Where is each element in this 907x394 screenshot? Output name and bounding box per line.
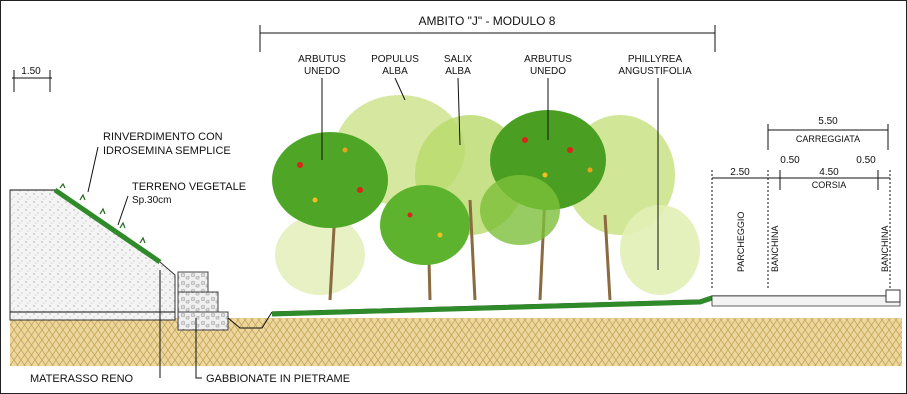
gabion-middle [177,291,219,313]
leader-gabbionate [195,318,202,379]
species-leader-2 [394,77,406,101]
dim-corsia-label: CORSIA [812,180,847,190]
tree-group [272,95,700,301]
dim-parcheggio-value: 2.50 [730,167,750,178]
drawing-title: AMBITO "J" - MODULO 8 [419,14,556,28]
ditch [227,311,273,329]
dim-carreggiata-label: CARREGGIATA [796,134,860,144]
species-label-4b: UNEDO [530,66,566,77]
species-label-1a: ARBUTUS [298,54,346,65]
dim-banchina-left-value: 0.50 [780,155,800,166]
annotation-terreno-2: Sp.30cm [132,195,171,206]
annotation-rinverdimento-1: RINVERDIMENTO CON [103,131,223,143]
ground-layer [10,318,902,366]
road-label-banchina-right: BANCHINA [880,225,890,272]
slope-grass [53,187,162,265]
species-label-2b: ALBA [382,66,408,77]
dim-carreggiata-value: 5.50 [818,116,838,127]
species-label-5b: ANGUSTIFOLIA [618,66,692,77]
species-label-4a: ARBUTUS [524,54,572,65]
slope-grass-tufts [59,182,146,244]
species-label-1b: UNEDO [304,66,340,77]
species-label-2a: POPULUS [371,54,419,65]
gabion-top [177,271,209,293]
species-label-3a: SALIX [444,54,473,65]
kerb [885,289,901,303]
annotation-rinverdimento-2: IDROSEMINA SEMPLICE [103,145,231,157]
leader-terreno [117,195,129,226]
dim-corsia-value: 4.50 [819,167,839,178]
species-label-3b: ALBA [445,66,471,77]
annotation-materasso: MATERASSO RENO [30,373,134,385]
berm-grass [271,295,713,317]
species-label-5a: PHILLYREA [628,54,683,65]
annotation-terreno-1: TERRENO VEGETALE [132,181,246,193]
leader-rinverdimento [87,146,99,193]
dim-left-width: 1.50 [21,66,41,77]
annotation-gabbionate: GABBIONATE IN PIETRAME [206,373,350,385]
road-body [711,295,901,307]
species-leader-3 [457,77,461,146]
gabion-bottom [177,311,229,331]
road-label-banchina-left: BANCHINA [770,225,780,272]
dim-banchina-right-value: 0.50 [856,155,876,166]
road-label-parcheggio: PARCHEGGIO [736,212,746,272]
